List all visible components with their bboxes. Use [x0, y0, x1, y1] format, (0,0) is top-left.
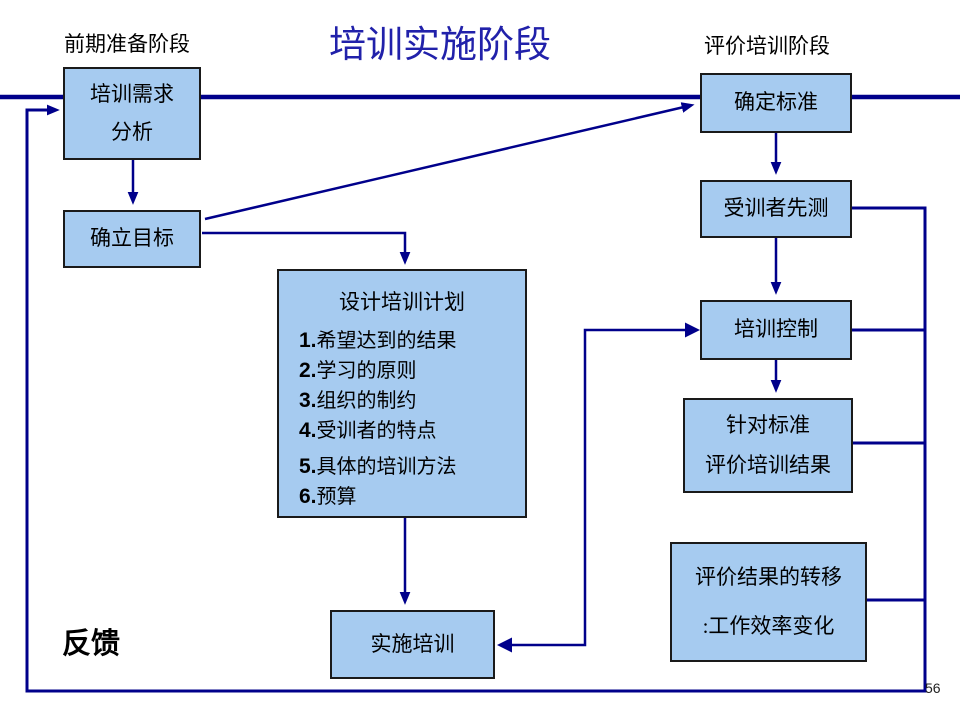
flow-box-design-training-plan: 设计培训计划 1.希望达到的结果 2.学习的原则 3.组织的制约 4.受训者的特…: [277, 269, 527, 518]
box-text-line: 评价培训结果: [705, 452, 831, 477]
connector-implement-control-line: [512, 328, 685, 647]
connector-feedback-loop: [25, 104, 927, 693]
page-number: 56: [925, 680, 941, 696]
plan-list-item: 3.组织的制约: [299, 386, 525, 416]
plan-item-number: 5.: [299, 455, 317, 478]
box-text-line: 针对标准: [726, 413, 810, 438]
connector-goal-to-plan: [202, 231, 411, 265]
plan-list-item: 2.学习的原则: [299, 356, 525, 386]
flow-box-trainee-pretest: 受训者先测: [700, 180, 852, 238]
plan-list-item: 1.希望达到的结果: [299, 326, 525, 356]
flow-box-training-needs-analysis: 培训需求 分析: [63, 67, 201, 160]
feedback-label: 反馈: [62, 628, 121, 660]
box-text-line: 确立目标: [90, 226, 174, 251]
box-text-line: 评价结果的转移: [695, 564, 842, 589]
plan-box-title: 设计培训计划: [339, 290, 465, 314]
box-text-line: :工作效率变化: [702, 614, 835, 638]
stage-label-preparation: 前期准备阶段: [64, 32, 190, 56]
box-text-line: 实施培训: [370, 631, 455, 656]
box-text-line: 培训控制: [734, 317, 818, 342]
plan-item-text: 组织的制约: [316, 390, 417, 412]
plan-list-item: 5.具体的培训方法: [299, 452, 525, 482]
flow-box-training-control: 培训控制: [700, 300, 852, 360]
plan-item-text: 受训者的特点: [316, 420, 437, 442]
flow-box-evaluate-results-against-standards: 针对标准 评价培训结果: [683, 398, 853, 493]
plan-item-text: 学习的原则: [316, 360, 417, 382]
slide-title: 培训实施阶段: [329, 24, 551, 65]
box-text-line: 确定标准: [734, 90, 818, 115]
plan-item-number: 2.: [299, 359, 317, 382]
flow-box-establish-goals: 确立目标: [63, 210, 201, 268]
box-text-line: 受训者先测: [723, 196, 829, 221]
plan-list-item: 4.受训者的特点: [299, 416, 525, 446]
connector-goal-to-standard: [204, 102, 695, 221]
plan-item-number: 1.: [299, 329, 317, 352]
flow-box-implement-training: 实施培训: [330, 610, 495, 679]
flow-box-transfer-of-evaluation-results: 评价结果的转移 :工作效率变化: [670, 542, 867, 662]
plan-list-item: 6.预算: [299, 482, 525, 512]
plan-box-list: 1.希望达到的结果 2.学习的原则 3.组织的制约 4.受训者的特点 5.具体的…: [299, 326, 525, 512]
arrowhead-into-control: [685, 322, 700, 338]
flow-box-determine-standards: 确定标准: [700, 73, 852, 133]
plan-item-number: 6.: [299, 485, 317, 508]
plan-item-text: 预算: [316, 486, 357, 508]
plan-item-number: 4.: [299, 419, 317, 442]
arrowhead-into-implement: [497, 637, 512, 653]
plan-item-text: 具体的培训方法: [316, 456, 457, 478]
plan-item-number: 3.: [299, 389, 317, 412]
box-text-line: 分析: [111, 119, 153, 144]
box-text-line: 培训需求: [90, 82, 174, 107]
stage-label-evaluation: 评价培训阶段: [704, 34, 830, 58]
plan-item-text: 希望达到的结果: [316, 330, 457, 352]
